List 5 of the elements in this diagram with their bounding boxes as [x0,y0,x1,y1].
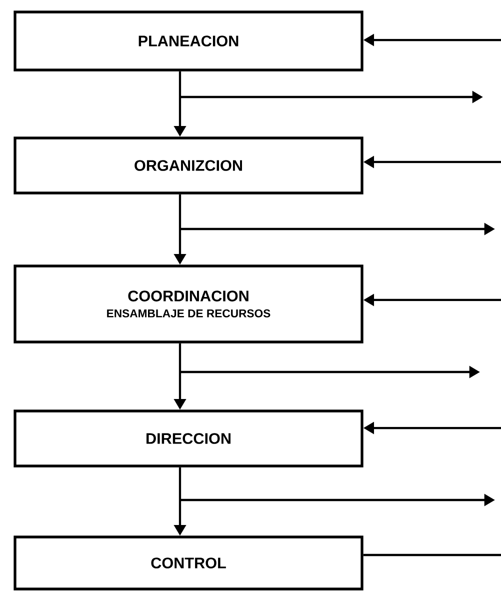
process-box: ORGANIZCION [14,136,364,194]
process-box: PLANEACION [14,10,364,72]
process-box: CONTROL [14,536,364,590]
process-box: COORDINACION ENSAMBLAJE DE RECURSOS [14,264,364,344]
process-box: DIRECCION [14,410,364,468]
